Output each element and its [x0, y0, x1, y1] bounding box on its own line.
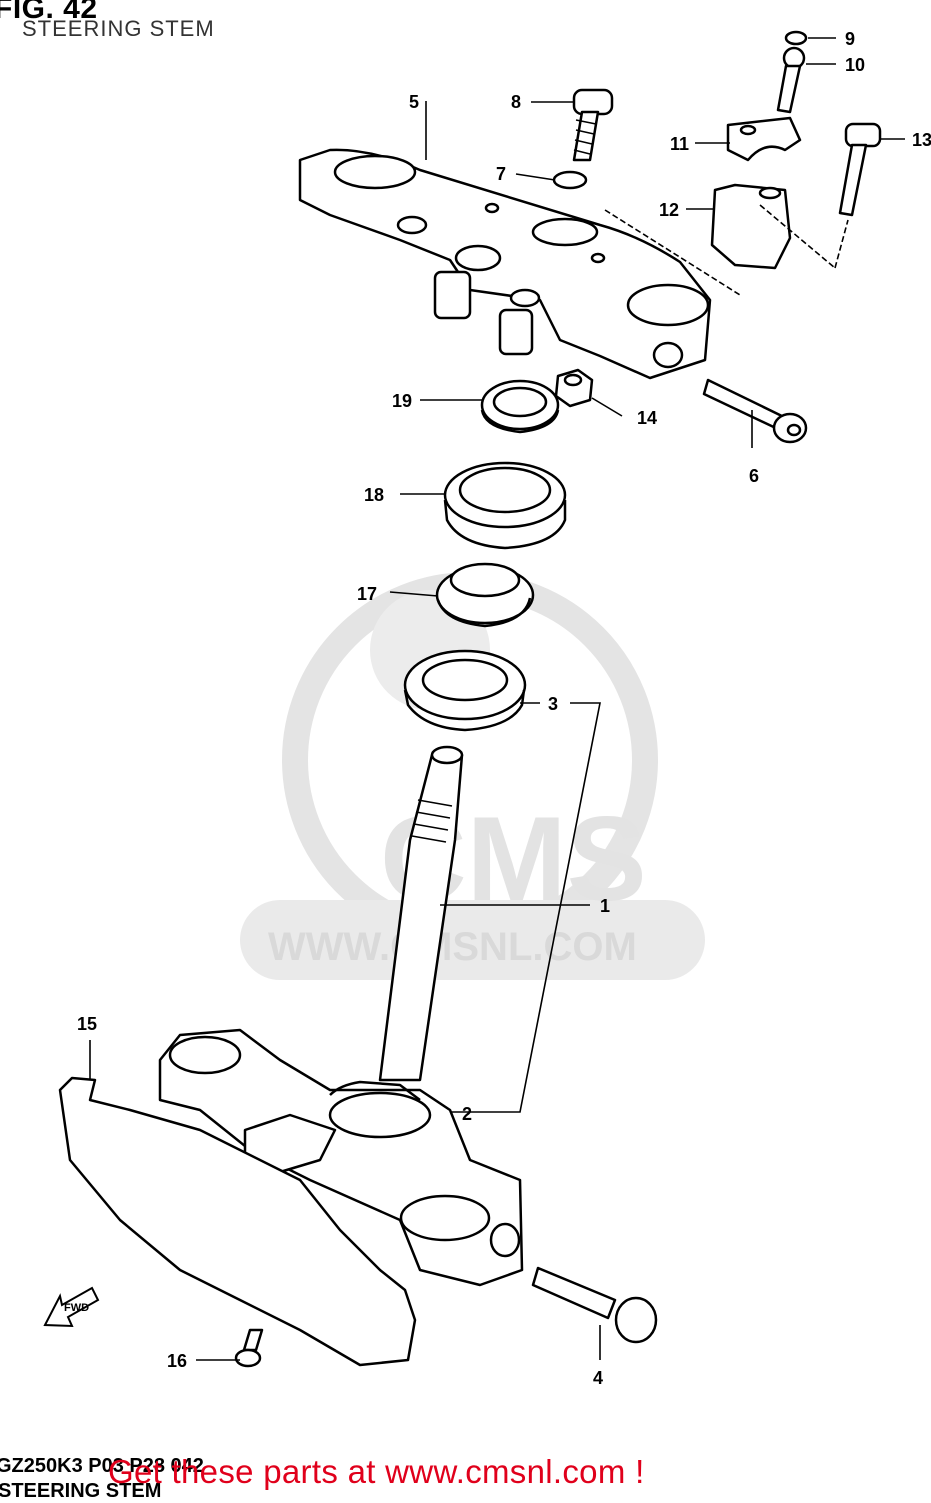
bearing-17 [435, 562, 535, 628]
callout-15: 15 [77, 1014, 97, 1034]
handlebar-holder-lower-12 [710, 183, 792, 270]
callout-16: 16 [167, 1351, 187, 1371]
callout-9: 9 [845, 29, 855, 49]
screw-16 [234, 1328, 264, 1368]
bolt-13 [838, 122, 882, 217]
callout-5: 5 [409, 92, 419, 112]
bolt-6 [702, 378, 808, 444]
steering-stem-1 [378, 745, 464, 1082]
washer-7 [552, 170, 588, 190]
callout-4: 4 [593, 1368, 603, 1388]
callout-7: 7 [496, 164, 506, 184]
watermark-url: WWW.CMSNL.COM [268, 925, 637, 969]
bracket-cover-15 [58, 1076, 417, 1367]
figure-title: FIG. 42 [0, 0, 98, 25]
upper-bracket [298, 148, 712, 380]
leader-lines [89, 37, 905, 1361]
callout-17: 17 [357, 584, 377, 604]
cap-9 [784, 30, 808, 46]
figure-code-subtitle: STEERING STEM [0, 1480, 162, 1502]
ring-nut-19 [480, 379, 560, 434]
callout-12: 12 [659, 200, 679, 220]
fwd-label: FWD [64, 1302, 89, 1314]
dust-seal-18 [443, 461, 567, 550]
callout-18: 18 [364, 485, 384, 505]
bolt-4 [531, 1266, 658, 1344]
callout-2: 2 [462, 1104, 472, 1124]
callout-6: 6 [749, 466, 759, 486]
bearing-race-3 [403, 649, 527, 732]
handlebar-holder-upper-11 [726, 116, 802, 162]
figure-code: GZ250K3 P03 P28 042 [0, 1455, 204, 1477]
callout-13: 13 [912, 130, 931, 150]
nut-14 [554, 368, 594, 408]
callout-numbers: 1 2 3 4 5 6 7 8 9 10 11 12 13 14 15 16 1… [77, 29, 931, 1388]
screw-10 [776, 46, 806, 114]
figure-subtitle: STEERING STEM [22, 16, 215, 41]
bolt-8 [572, 88, 614, 162]
promo-link[interactable]: Get these parts at www.cmsnl.com ! [108, 1453, 645, 1490]
callout-19: 19 [392, 391, 412, 411]
cms-watermark: CMS WWW.CMSNL.COM [240, 572, 705, 980]
callout-3: 3 [548, 694, 558, 714]
callout-14: 14 [637, 408, 657, 428]
callout-8: 8 [511, 92, 521, 112]
callout-1: 1 [600, 896, 610, 916]
callout-10: 10 [845, 55, 865, 75]
forward-direction-arrow: FWD [43, 1286, 100, 1328]
callout-11: 11 [670, 134, 689, 154]
